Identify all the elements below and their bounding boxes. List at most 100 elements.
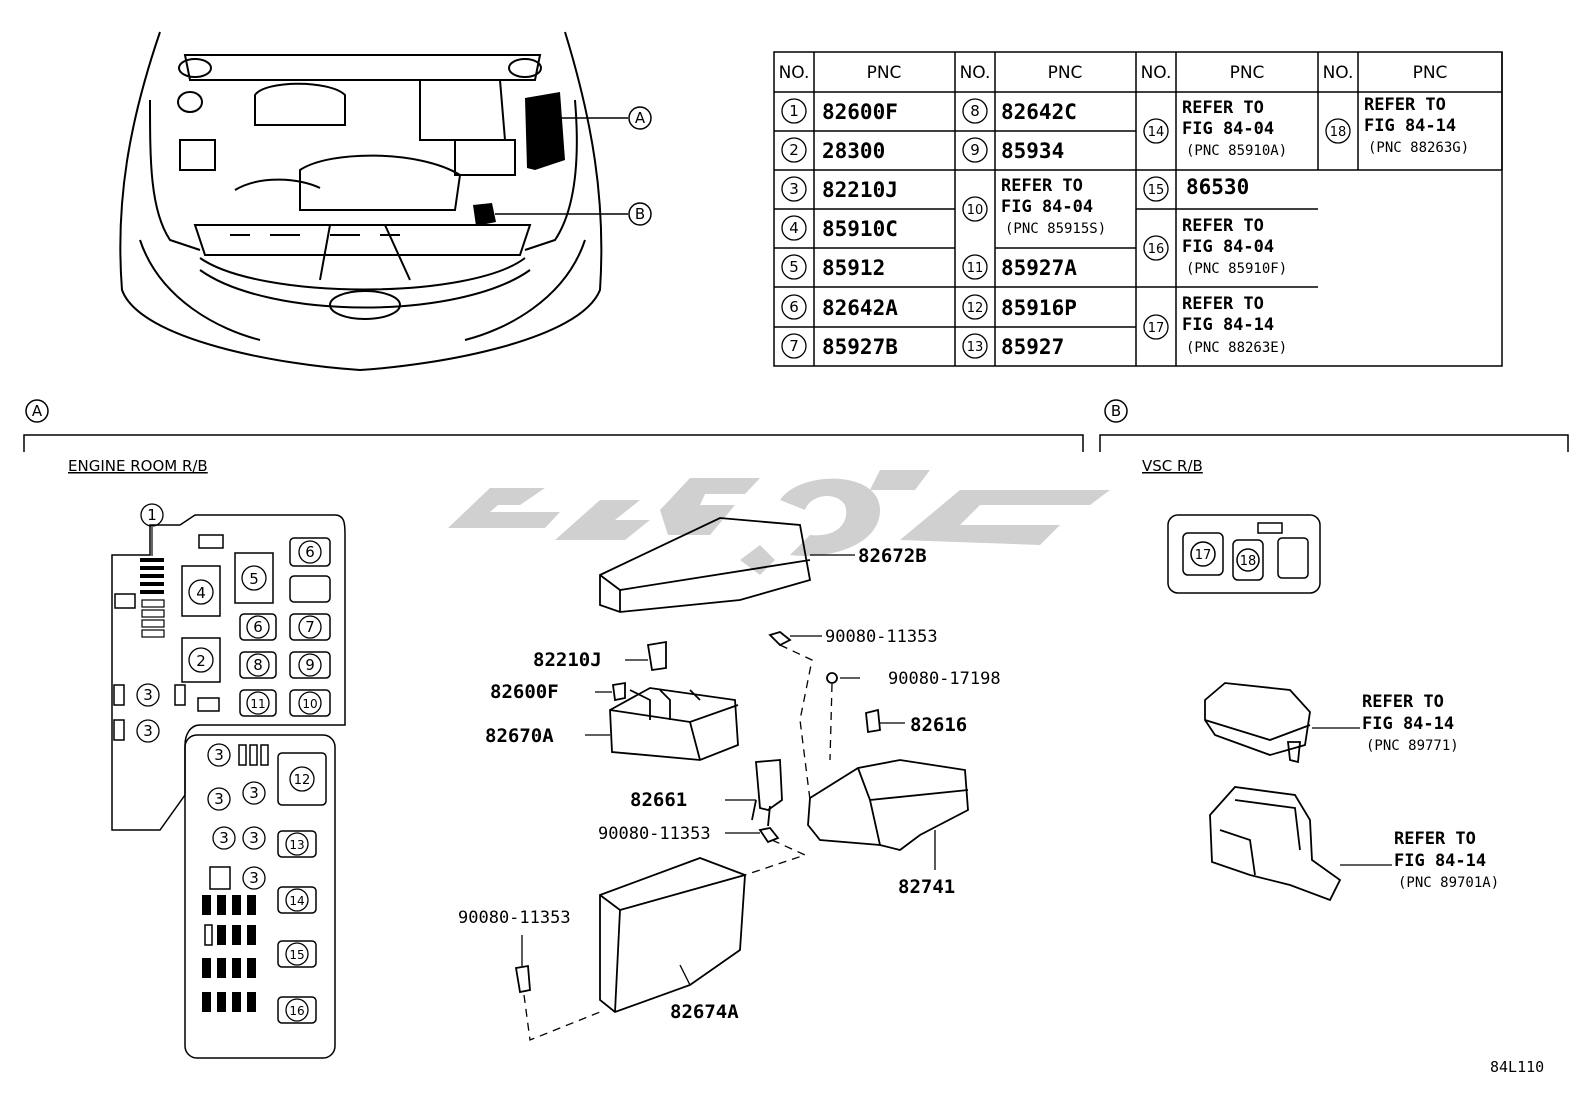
svg-text:11: 11 bbox=[250, 697, 265, 711]
row-no: 6 bbox=[789, 298, 799, 316]
row-ref: REFER TO bbox=[1001, 176, 1083, 196]
section-b-bracket bbox=[1099, 399, 1569, 452]
row-ref: FIG 84-04 bbox=[1001, 197, 1093, 217]
vsc-rb-title: VSC R/B bbox=[1142, 457, 1203, 475]
svg-text:82210J: 82210J bbox=[533, 649, 602, 671]
row-no: 5 bbox=[789, 258, 799, 276]
row-ref: FIG 84-04 bbox=[1182, 237, 1274, 257]
row-no: 12 bbox=[967, 301, 984, 316]
exploded-parts bbox=[514, 517, 969, 1014]
row-ref: REFER TO bbox=[1182, 98, 1264, 118]
vsc-refer-labels: REFER TO FIG 84-14 (PNC 89771) REFER TO … bbox=[1362, 692, 1499, 891]
svg-text:4: 4 bbox=[196, 584, 206, 602]
vsc-callout: 17 bbox=[1195, 548, 1212, 563]
row-pnc: 85927 bbox=[1001, 335, 1064, 359]
section-b-label: B bbox=[1111, 402, 1121, 420]
row-pnc: 28300 bbox=[822, 139, 885, 163]
svg-text:A: A bbox=[635, 109, 646, 127]
svg-text:82741: 82741 bbox=[898, 876, 955, 898]
callout-b: B bbox=[628, 202, 652, 226]
row-pnc: 85927B bbox=[822, 335, 898, 359]
row-pnc: 82642A bbox=[822, 296, 898, 320]
svg-text:12: 12 bbox=[294, 773, 311, 788]
row-no: 16 bbox=[1148, 242, 1165, 257]
header-pnc: PNC bbox=[867, 63, 902, 83]
row-no: 11 bbox=[967, 261, 984, 276]
row-no: 3 bbox=[789, 180, 799, 198]
engine-room-relay-block bbox=[111, 514, 346, 1059]
engine-bay-illustration bbox=[119, 31, 603, 372]
svg-text:7: 7 bbox=[305, 618, 315, 636]
svg-text:5: 5 bbox=[249, 570, 259, 588]
svg-text:82600F: 82600F bbox=[490, 681, 559, 703]
svg-text:REFER TO: REFER TO bbox=[1394, 829, 1476, 849]
svg-text:3: 3 bbox=[249, 784, 259, 802]
svg-text:10: 10 bbox=[302, 697, 317, 711]
figure-id: 84L110 bbox=[1490, 1058, 1544, 1076]
row-no: 10 bbox=[967, 203, 984, 218]
vsc-callout: 18 bbox=[1240, 554, 1257, 569]
row-ref: REFER TO bbox=[1182, 216, 1264, 236]
vsc-relay-block bbox=[1167, 514, 1321, 594]
relay-block-callouts bbox=[136, 503, 322, 1022]
row-pnc: 82600F bbox=[822, 100, 898, 124]
svg-text:82672B: 82672B bbox=[858, 545, 927, 567]
svg-text:3: 3 bbox=[143, 686, 153, 704]
svg-text:3: 3 bbox=[249, 869, 259, 887]
section-a-label: A bbox=[32, 402, 43, 420]
row-no: 4 bbox=[789, 219, 799, 237]
watermark-logo bbox=[448, 470, 1110, 575]
row-pnc: 82210J bbox=[822, 178, 898, 202]
row-no: 13 bbox=[967, 340, 984, 355]
part-labels: 82672B 90080-11353 82210J 90080-17198 82… bbox=[458, 545, 1001, 1023]
row-no: 18 bbox=[1330, 125, 1347, 140]
row-pnc: 85912 bbox=[822, 256, 885, 280]
relay-block-a-highlight bbox=[525, 92, 565, 170]
leader-lines bbox=[521, 554, 936, 986]
row-pnc: 85934 bbox=[1001, 139, 1064, 163]
svg-text:90080-11353: 90080-11353 bbox=[825, 627, 938, 647]
svg-text:16: 16 bbox=[289, 1004, 304, 1018]
callout-a: A bbox=[628, 106, 652, 130]
row-pnc: 85927A bbox=[1001, 256, 1077, 280]
svg-text:82674A: 82674A bbox=[670, 1001, 739, 1023]
vsc-cover-part bbox=[1204, 682, 1311, 764]
row-no: 15 bbox=[1148, 183, 1165, 198]
row-ref: (PNC 88263G) bbox=[1368, 140, 1469, 156]
svg-text:FIG 84-14: FIG 84-14 bbox=[1394, 851, 1486, 871]
row-ref: (PNC 85910F) bbox=[1186, 261, 1287, 277]
row-no: 2 bbox=[789, 141, 799, 159]
svg-text:(PNC 89771): (PNC 89771) bbox=[1366, 738, 1459, 754]
svg-text:90080-11353: 90080-11353 bbox=[598, 824, 711, 844]
relay-block-callout-numbers: 1 4 5 6 2 6 7 8 9 3 11 10 3 3 12 3 3 3 3… bbox=[143, 506, 317, 1018]
row-ref: (PNC 85915S) bbox=[1005, 221, 1106, 237]
pnc-table: NO. PNC NO. PNC NO. PNC NO. PNC 1 2 3 4 … bbox=[773, 51, 1503, 367]
svg-text:90080-17198: 90080-17198 bbox=[888, 669, 1001, 689]
row-ref: (PNC 88263E) bbox=[1186, 340, 1287, 356]
section-a-bracket bbox=[23, 399, 1084, 452]
svg-text:1: 1 bbox=[147, 506, 157, 524]
header-pnc: PNC bbox=[1413, 63, 1448, 83]
vsc-relay-part bbox=[1209, 786, 1342, 902]
header-no: NO. bbox=[960, 63, 991, 83]
svg-text:82670A: 82670A bbox=[485, 725, 554, 747]
svg-text:6: 6 bbox=[305, 543, 315, 561]
row-ref: (PNC 85910A) bbox=[1186, 143, 1287, 159]
svg-text:82616: 82616 bbox=[910, 714, 967, 736]
row-ref: FIG 84-14 bbox=[1182, 315, 1274, 335]
svg-text:8: 8 bbox=[253, 656, 263, 674]
row-ref: REFER TO bbox=[1364, 95, 1446, 115]
svg-text:3: 3 bbox=[249, 829, 259, 847]
svg-text:3: 3 bbox=[143, 722, 153, 740]
svg-text:82661: 82661 bbox=[630, 789, 687, 811]
row-ref: FIG 84-14 bbox=[1364, 116, 1456, 136]
fuse-array bbox=[140, 558, 256, 1012]
engine-room-rb-title: ENGINE ROOM R/B bbox=[68, 457, 208, 475]
svg-text:6: 6 bbox=[253, 618, 263, 636]
svg-text:14: 14 bbox=[289, 894, 304, 908]
row-no: 1 bbox=[789, 102, 799, 120]
dashed-guides bbox=[523, 644, 833, 1041]
header-no: NO. bbox=[1141, 63, 1172, 83]
svg-text:REFER TO: REFER TO bbox=[1362, 692, 1444, 712]
